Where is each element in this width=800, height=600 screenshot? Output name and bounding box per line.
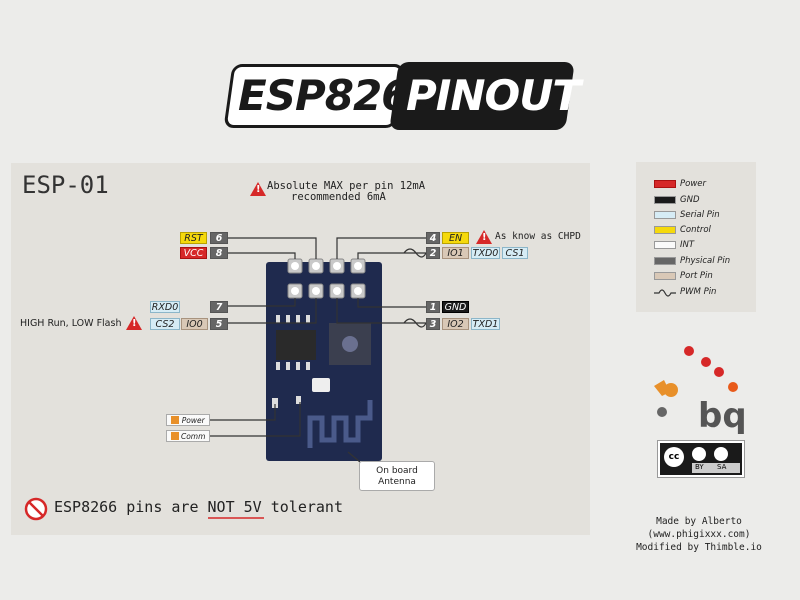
pin-label-io1: IO1 [442, 247, 469, 259]
antenna-trace [307, 400, 373, 448]
pwm-symbol-io2 [403, 318, 427, 328]
no-5v-icon [24, 497, 48, 521]
led-power-text: Power [181, 416, 205, 425]
pin-number-8: 8 [210, 247, 228, 259]
pin-label-io0: IO0 [181, 318, 208, 330]
pin-number-6: 6 [210, 232, 228, 244]
title-pinout: PINOUT [406, 71, 581, 120]
cc-terms: BY SA [692, 463, 740, 473]
pwm-icon [654, 289, 676, 297]
pin-label-io2: IO2 [442, 318, 469, 330]
current-warning-line1: Absolute MAX per pin 12mA [267, 180, 426, 192]
tolerance-5v: 5V [243, 498, 262, 516]
antenna-callout: On board Antenna [359, 461, 435, 491]
pin-number-4: 4 [426, 232, 440, 244]
current-warning: Absolute MAX per pin 12mA recommended 6m… [267, 181, 425, 203]
flash-warning-icon [126, 316, 142, 330]
pin-label-gnd: GND [442, 301, 469, 313]
current-warning-line2: recommended 6mA [291, 191, 386, 203]
flash-chip [276, 330, 316, 360]
cc-sa-text: SA [717, 463, 727, 471]
pin-number-5: 5 [210, 318, 228, 330]
legend: Power GND Serial Pin Control INT Physica… [636, 162, 756, 312]
sa-icon [714, 447, 728, 461]
led-comm-label: Comm [166, 430, 210, 442]
pin-number-7: 7 [210, 301, 228, 313]
antenna-line2: Antenna [378, 477, 416, 487]
tolerance-not: NOT [207, 498, 235, 516]
tolerance-warning: ESP8266 pins are NOT 5V tolerant [54, 498, 343, 516]
antenna-line1: On board [376, 466, 418, 476]
tolerance-post: tolerant [261, 498, 343, 516]
pin-label-cs2: CS2 [150, 318, 180, 330]
led-comm-icon [170, 432, 179, 440]
led-block [312, 378, 330, 392]
module-name: ESP-01 [22, 171, 109, 199]
credits-author: Made by Alberto (www.phigixxx.com) [647, 516, 751, 540]
by-icon [692, 447, 706, 461]
tolerance-pre: ESP8266 pins are [54, 498, 208, 516]
cc-license-badge: cc BY SA [657, 440, 745, 478]
pin-label-rst: RST [180, 232, 207, 244]
bq-logo-art [654, 346, 738, 417]
credits: Made by Alberto (www.phigixxx.com) Modif… [604, 515, 794, 554]
pin-label-txd1: TXD1 [471, 318, 500, 330]
led-power-label: Power [166, 414, 210, 426]
pin-number-2: 2 [426, 247, 440, 259]
pin-label-rxd0: RXD0 [150, 301, 180, 313]
pwm-symbol-io1 [403, 248, 427, 258]
led-comm-text: Comm [180, 432, 206, 441]
warning-icon [250, 182, 266, 196]
tolerance-mid [235, 498, 244, 516]
pin-number-3: 3 [426, 318, 440, 330]
pin-label-en: EN [442, 232, 469, 244]
led-power-icon [171, 416, 180, 424]
pin-label-cs1: CS1 [502, 247, 528, 259]
pin-label-txd0: TXD0 [471, 247, 500, 259]
pin-label-vcc: VCC [180, 247, 207, 259]
title-banner: ESP8266 PINOUT [223, 62, 581, 132]
bq-logo: bq [698, 396, 747, 436]
cc-by-text: BY [695, 463, 704, 471]
pin-number-1: 1 [426, 301, 440, 313]
flash-note: HIGH Run, LOW Flash [20, 318, 122, 329]
cc-icon: cc [664, 447, 684, 467]
title-esp8266: ESP8266 [238, 71, 439, 120]
credits-modifier: Modified by Thimble.io [636, 542, 762, 553]
esp01-board [266, 262, 382, 461]
en-note: As know as CHPD [495, 231, 581, 242]
en-warning-icon [476, 230, 492, 244]
